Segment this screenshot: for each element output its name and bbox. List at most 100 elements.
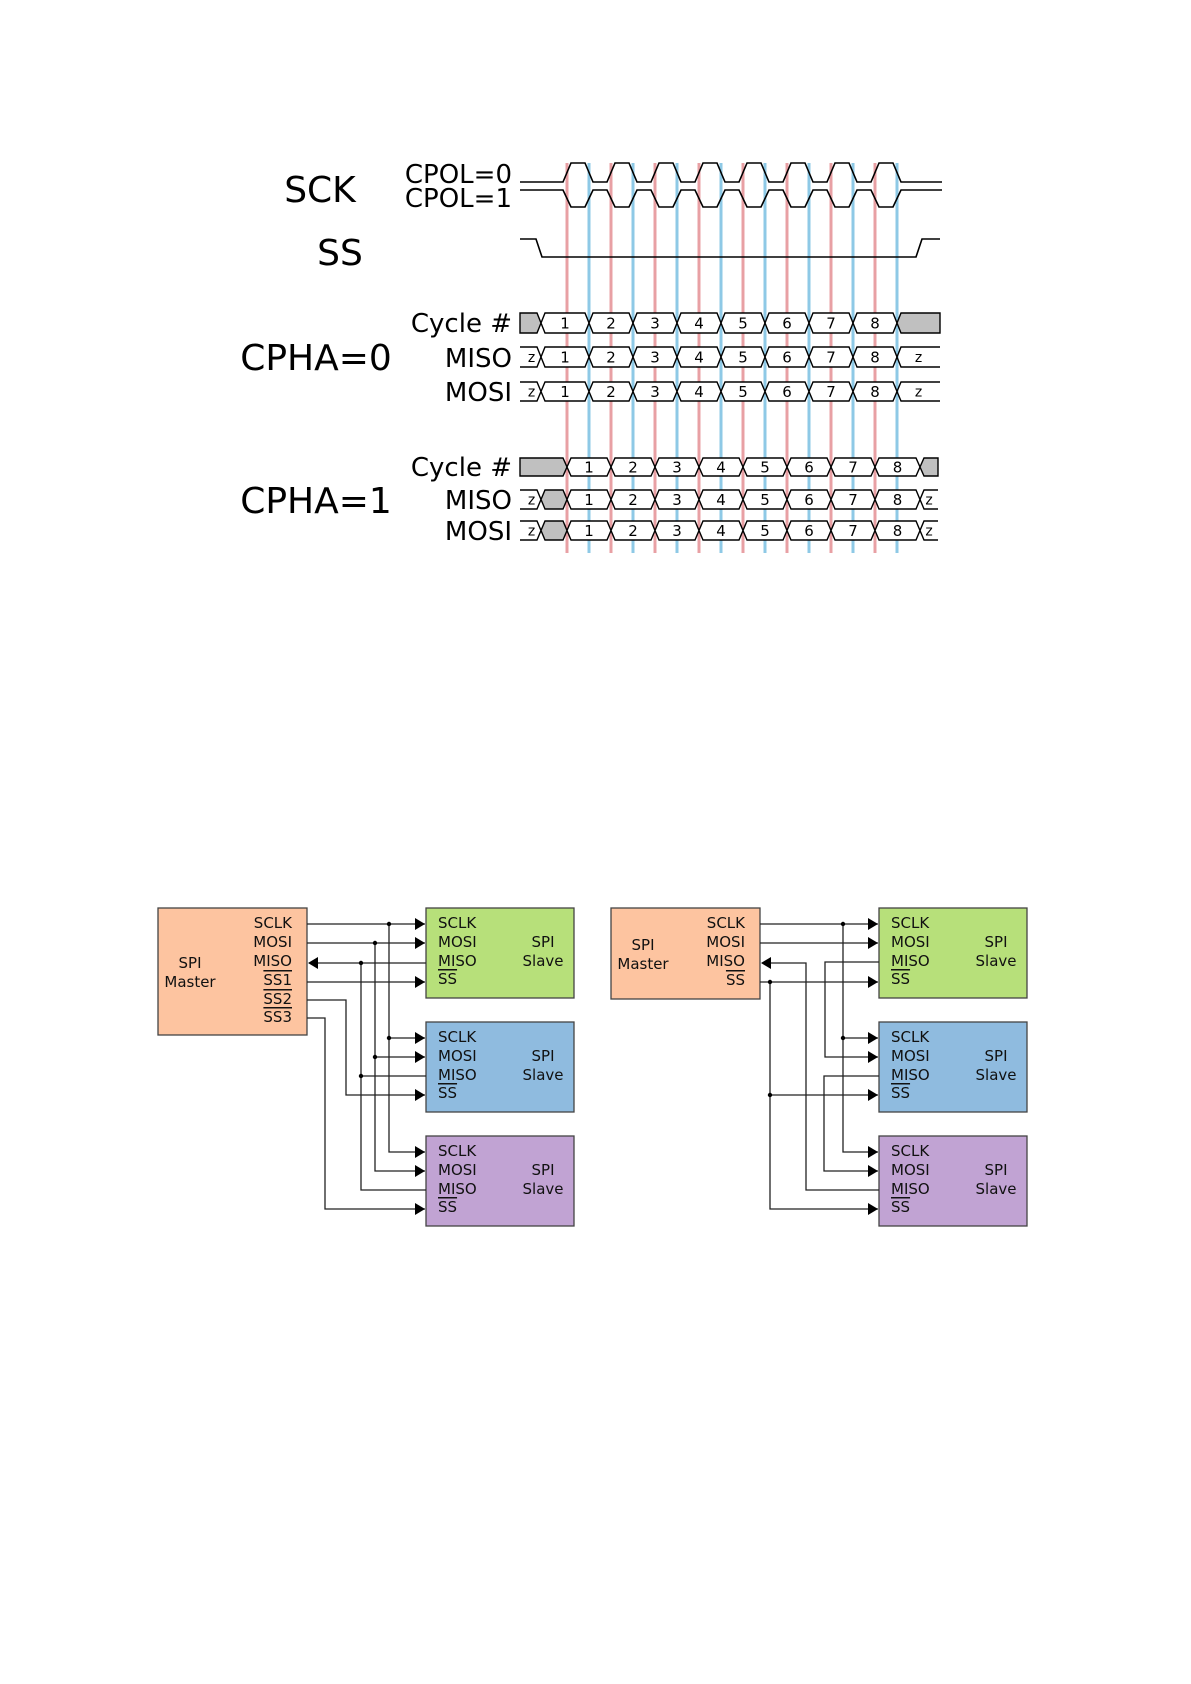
slave-1-pin-miso: MISO — [438, 952, 477, 970]
arrow-right-icon — [868, 1032, 878, 1044]
cpha0-mosi-bit-label: 1 — [560, 383, 570, 401]
cpha1-mosi-bit-label: 2 — [628, 522, 638, 540]
slave-2-pin-sclk: SCLK — [438, 1028, 477, 1046]
slave-1-name: SPI — [532, 933, 555, 951]
junction-dot — [358, 960, 364, 966]
cpha1-miso-label: MISO — [445, 486, 512, 516]
slave-3-role: Slave — [976, 1180, 1017, 1198]
arrow-right-icon — [415, 918, 425, 930]
cpha0-miso-label: MISO — [445, 344, 512, 374]
slave-1-pin-mosi: MOSI — [891, 933, 930, 951]
slave-3-box — [425, 1135, 575, 1227]
slave-1-role: Slave — [976, 952, 1017, 970]
slave-1-pin-ss: SS — [438, 970, 457, 988]
spi-timing-diagram: SCK CPOL=0 CPOL=1 SS CPHA=0 Cycle # MISO… — [240, 160, 942, 553]
cpha1-miso-z-start-label: z — [528, 493, 535, 509]
cpha1-miso-bit-label: 3 — [672, 491, 682, 509]
arrow-right-icon — [415, 1203, 425, 1215]
slave-1-pin-ss: SS — [891, 970, 910, 988]
slave-1-pin-sclk: SCLK — [891, 914, 930, 932]
junction-dot — [372, 940, 378, 946]
slave-2-pin-mosi: MOSI — [438, 1047, 477, 1065]
cpha0-cycle-bit-label: 8 — [870, 315, 880, 333]
cpha1-miso-bit-label: 2 — [628, 491, 638, 509]
arrow-left-icon — [308, 957, 318, 969]
sck-label: SCK — [284, 170, 357, 211]
ss-label: SS — [317, 233, 363, 274]
cpha0-cycle-bit-label: 6 — [782, 315, 792, 333]
slave-1-name: SPI — [985, 933, 1008, 951]
sck-cpol1-waveform — [520, 189, 942, 208]
master-pin-ss3: SS3 — [263, 1008, 292, 1026]
master-pin-miso: MISO — [706, 952, 745, 970]
cpha0-mosi-idle-start-label: z — [528, 385, 535, 401]
slave-3-pin-miso: MISO — [891, 1180, 930, 1198]
cpha1-cycle-bit-label: 4 — [716, 459, 726, 477]
master-pin-mosi: MOSI — [706, 933, 745, 951]
independent-slave-configuration: SPIMasterSCLKMOSIMISOSS1SS2SS3SCLKMOSIMI… — [157, 907, 575, 1227]
cpha0-mosi-bit-label: 7 — [826, 383, 836, 401]
cpha0-miso-bit-label: 3 — [650, 349, 660, 367]
cpha0-cycle-bit-label: 3 — [650, 315, 660, 333]
slave-2-name: SPI — [532, 1047, 555, 1065]
slave-3-pin-sclk: SCLK — [438, 1142, 477, 1160]
cpha1-miso-bit-label: 4 — [716, 491, 726, 509]
cpha0-mosi-idle-end — [896, 381, 940, 402]
cpha1-mosi-bit-label: 5 — [760, 522, 770, 540]
miso-bus — [360, 963, 426, 1191]
cpha0-mosi-bit-label: 5 — [738, 383, 748, 401]
cpha0-cycle-bit-label: 1 — [560, 315, 570, 333]
cpha1-cycle-bit-label: 7 — [848, 459, 858, 477]
cpha0-cycle-bit-label: 2 — [606, 315, 616, 333]
slave-2-pin-ss: SS — [438, 1084, 457, 1102]
cpha1-miso-bit-label: 5 — [760, 491, 770, 509]
cpha1-mosi-label: MOSI — [445, 517, 512, 547]
master-box — [157, 907, 308, 1036]
cpha1-mosi-z-start-label: z — [528, 524, 535, 540]
master-pin-ss1: SS1 — [263, 971, 292, 989]
master-role: Master — [164, 973, 216, 991]
sclk-bus — [842, 924, 878, 1153]
cpha0-miso-bit-label: 7 — [826, 349, 836, 367]
arrow-right-icon — [415, 1089, 425, 1101]
slave-3-pin-ss: SS — [438, 1198, 457, 1216]
cpha1-miso-undefined — [540, 489, 568, 510]
cpol1-label: CPOL=1 — [405, 184, 512, 214]
arrow-right-icon — [415, 1165, 425, 1177]
cpha0-miso-idle-end-label: z — [915, 350, 922, 366]
cpha1-mosi-bit-label: 6 — [804, 522, 814, 540]
slave-1-box — [425, 907, 575, 999]
cpha0-label: CPHA=0 — [240, 338, 392, 379]
junction-dot — [386, 921, 392, 927]
cpha0-mosi-label: MOSI — [445, 378, 512, 408]
arrow-right-icon — [868, 1051, 878, 1063]
slave-1-pin-sclk: SCLK — [438, 914, 477, 932]
junction-dot — [358, 1073, 364, 1079]
master-pin-mosi: MOSI — [253, 933, 292, 951]
slave-1-pin-miso: MISO — [891, 952, 930, 970]
cpha0-cycle-idle-start — [519, 312, 542, 334]
cpha0-miso-bit-label: 1 — [560, 349, 570, 367]
arrow-right-icon — [415, 937, 425, 949]
cpha0-cycle-idle-end — [896, 312, 941, 334]
slave-3-name: SPI — [532, 1161, 555, 1179]
ss2-wire — [307, 999, 425, 1096]
slave-2-name: SPI — [985, 1047, 1008, 1065]
cpha1-cycle-bit-label: 5 — [760, 459, 770, 477]
cpha1-cycle-idle-start — [519, 457, 568, 477]
cpha0-miso-bit-label: 4 — [694, 349, 704, 367]
arrow-left-icon — [761, 957, 771, 969]
cpha1-cycle-bit-label: 3 — [672, 459, 682, 477]
cpha0-mosi-bit-label: 4 — [694, 383, 704, 401]
arrow-right-icon — [868, 976, 878, 988]
miso-return-wire — [763, 962, 879, 1191]
junction-dot — [767, 1092, 773, 1098]
cpha1-cycle-idle-end — [919, 457, 939, 477]
cpha1-cycle-bit-label: 2 — [628, 459, 638, 477]
daisy-wire-2 — [823, 1075, 879, 1172]
slave-2-pin-miso: MISO — [891, 1066, 930, 1084]
cpha1-cycle-bit-label: 1 — [584, 459, 594, 477]
cpha0-miso-bit-label: 8 — [870, 349, 880, 367]
cpha0-cycle-bit-label: 7 — [826, 315, 836, 333]
